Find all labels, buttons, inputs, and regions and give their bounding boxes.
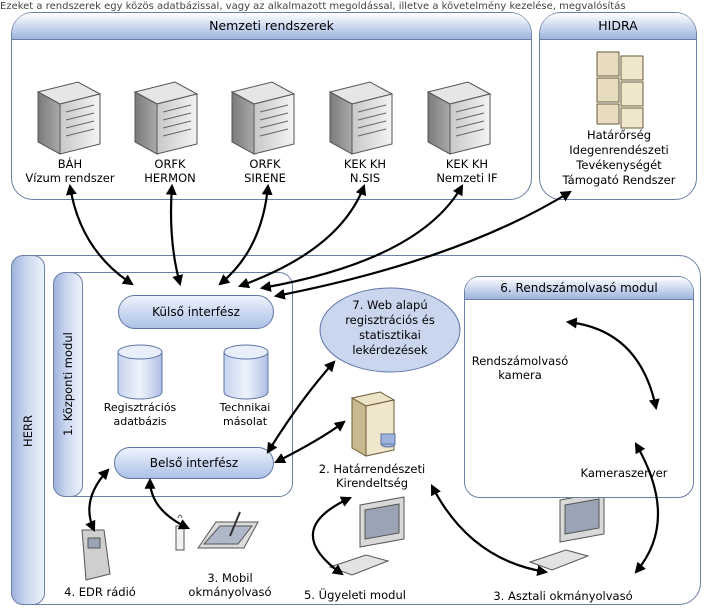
asztali-label: 3. Asztali okmányolvasó [493,589,633,603]
kozponti-modul-tab [53,272,83,497]
hidra-server-icon [596,51,644,129]
server-icon-bah [36,81,102,155]
arrow-bah [65,183,134,286]
edr-label: 4. EDR rádió [64,585,136,599]
nemzeti-rendszerek-title: Nemzeti rendszerek [12,13,531,40]
arrow-mobil [144,477,190,530]
server-icon-sirene [230,81,296,155]
top-cropped-text: Ezeket a rendszerek egy közös adatbáziss… [0,1,626,12]
server-icon-hermon [133,81,199,155]
arrow-nsis [237,183,367,289]
arrow-web [266,360,336,454]
arrow-nemzeti-if [259,184,464,292]
kulso-interfesz: Külső interfész [118,295,274,329]
hidra-title: HIDRA [540,13,696,40]
arrow-kirendeltseg [274,420,346,463]
arrow-ugyeleti [311,496,353,576]
mobil-okmanyolvaso-icon [175,511,259,551]
server-icon-nsis [328,81,394,155]
arrow-kameraszerver [634,442,659,574]
kirendeltseg-server-icon [350,391,396,457]
arrow-hermon [165,183,183,287]
server-icon-nemzeti-if [426,81,492,155]
edr-radio-icon [81,529,111,581]
database-icon-regisztracios [117,344,163,400]
arrow-hidra [273,190,572,300]
arrow-sirene [218,183,273,286]
arrow-asztali [430,484,549,577]
ugyeleti-label: 5. Ügyeleti modul [304,588,406,602]
herr-tab [11,255,45,605]
arrow-edr [85,468,110,532]
arrow-camera [565,317,660,411]
belso-interfesz: Belső interfész [114,447,274,479]
